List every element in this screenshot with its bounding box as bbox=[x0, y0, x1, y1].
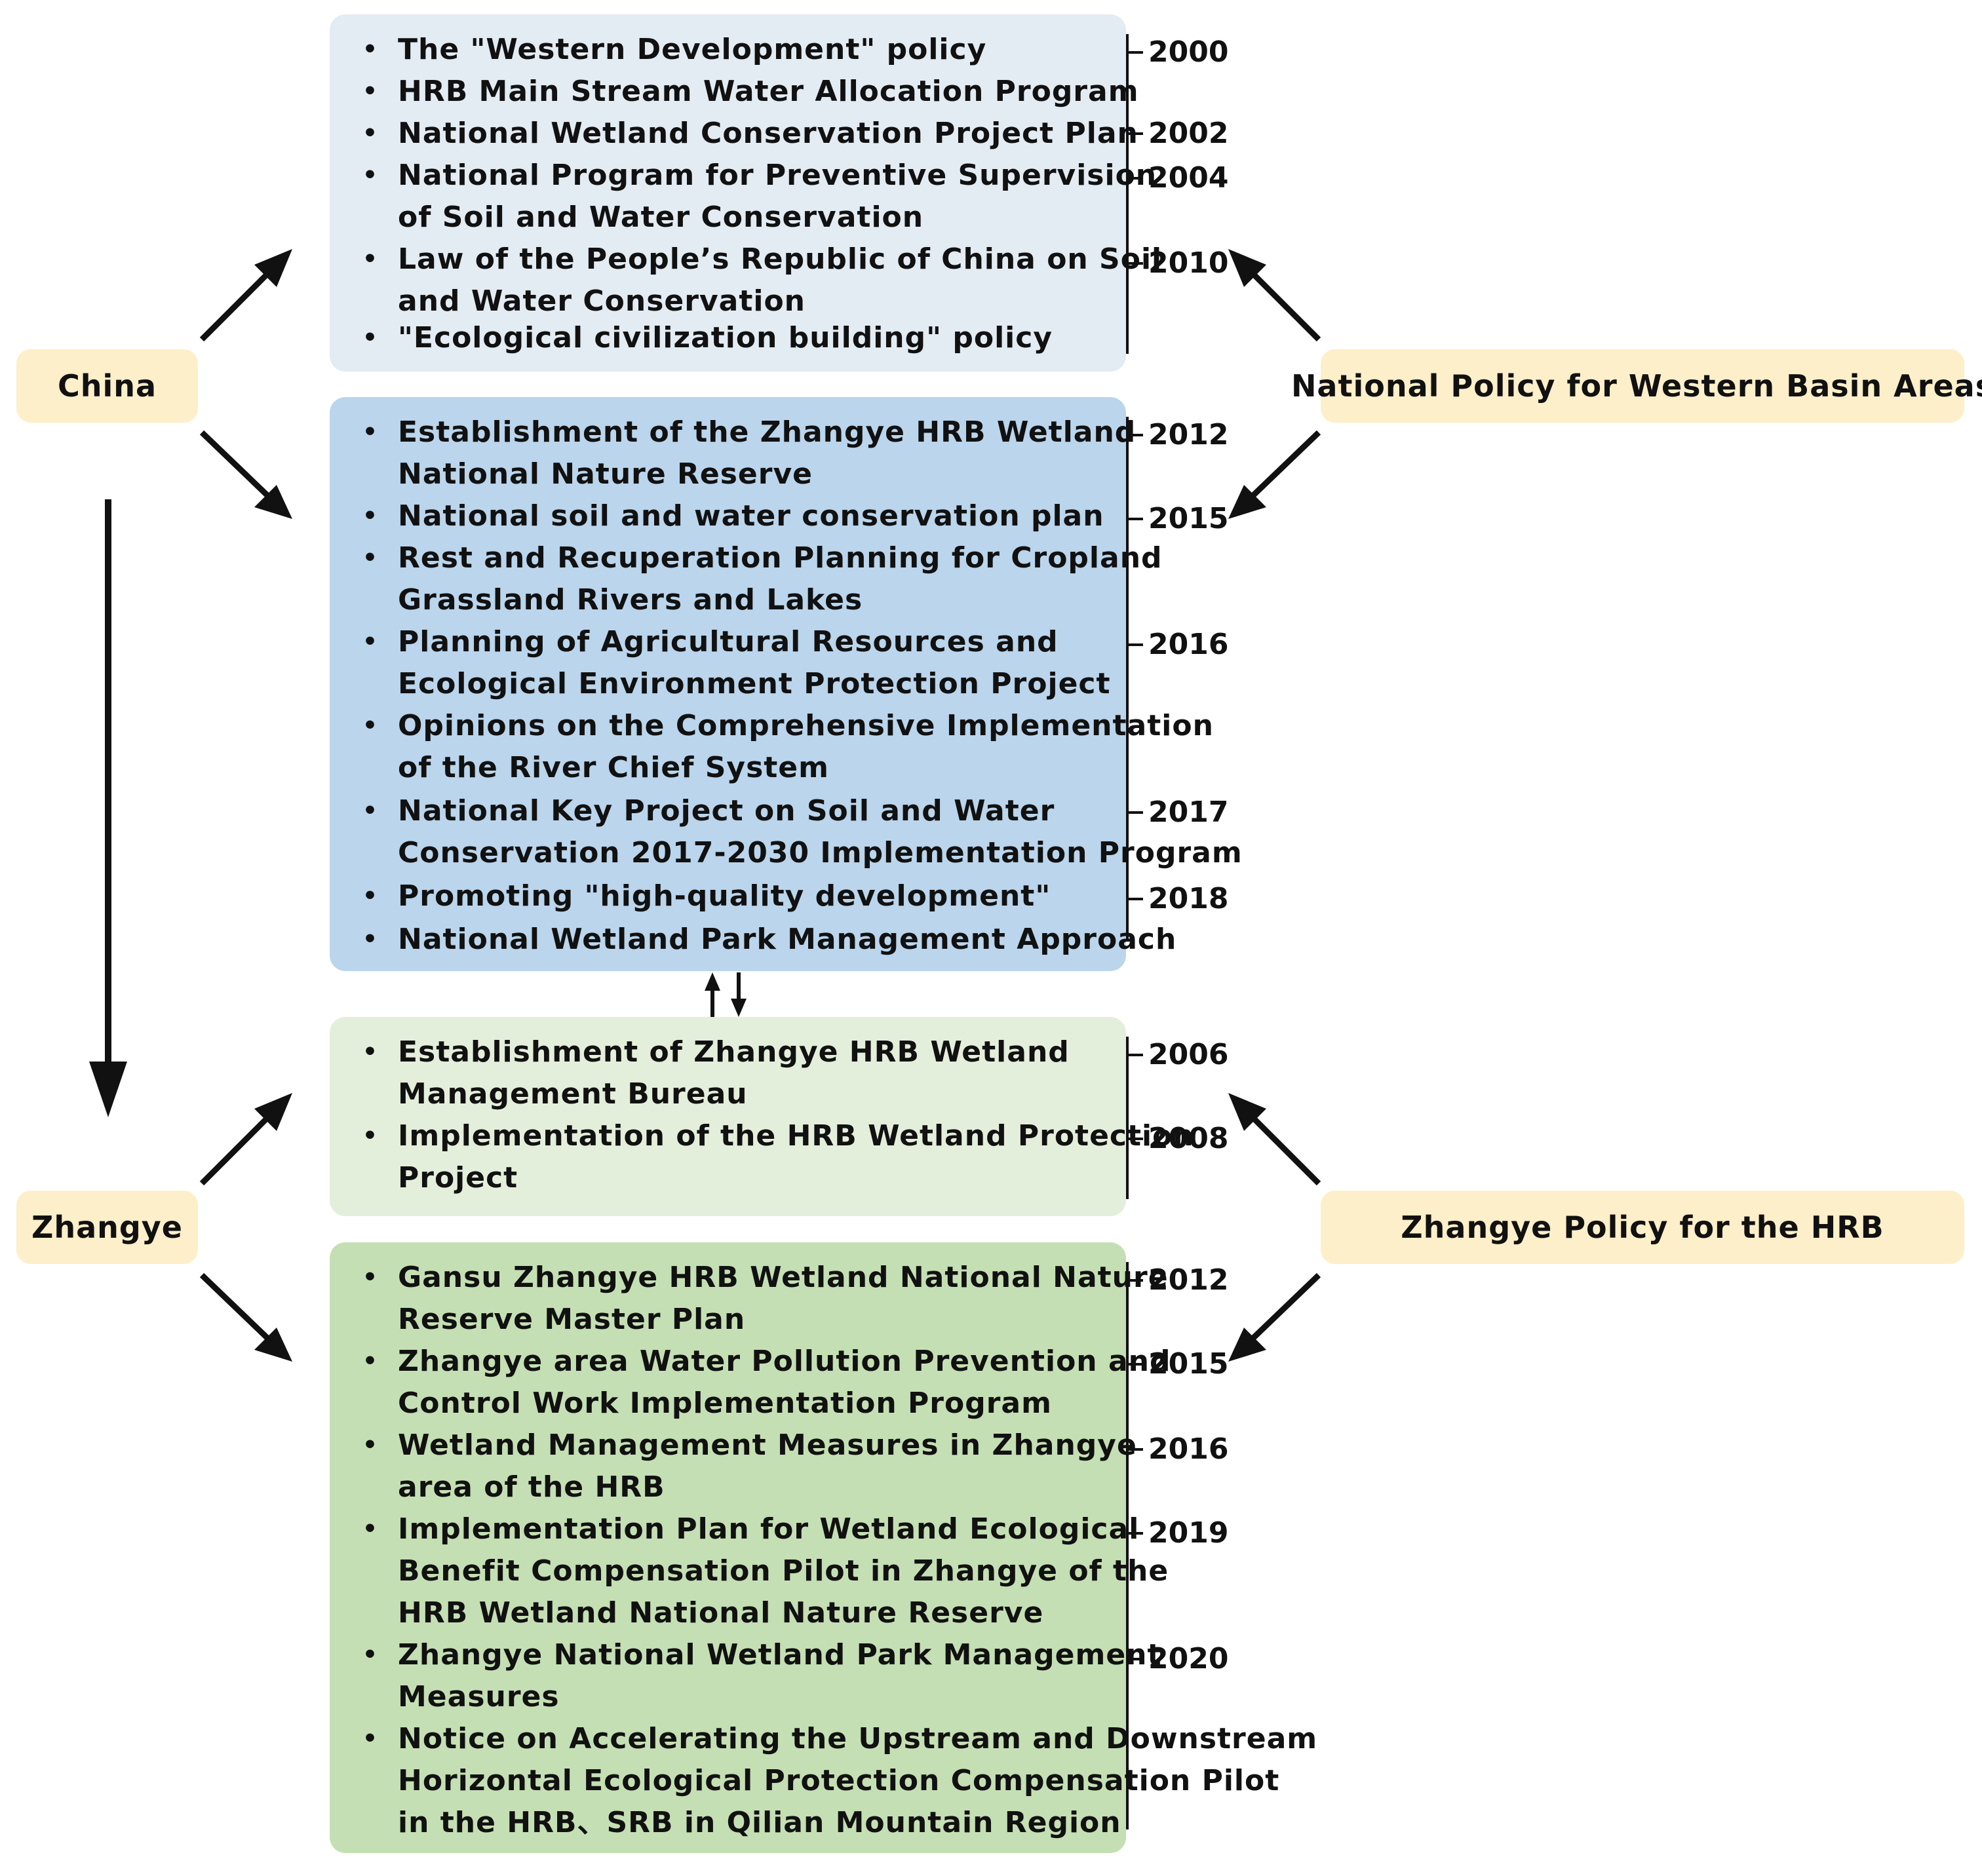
zhangye-policy-box-late: Gansu Zhangye HRB Wetland National Natur… bbox=[330, 1242, 1317, 1853]
year-marker: 2010 bbox=[1127, 242, 1228, 284]
arrowhead bbox=[1228, 485, 1266, 519]
policy-item: Opinions on the Comprehensive Implementa… bbox=[330, 705, 1213, 789]
arrowhead bbox=[705, 972, 720, 991]
arrowhead bbox=[1228, 249, 1266, 287]
arrow-zhangye-policy-to-box3 bbox=[1251, 1115, 1321, 1186]
arrow-zhangye-policy-to-box4 bbox=[1251, 1273, 1321, 1341]
year-marker: 2006 bbox=[1127, 1034, 1228, 1076]
policy-item: Law of the People’s Republic of China on… bbox=[330, 239, 1161, 322]
arrowhead bbox=[89, 1062, 127, 1117]
year-marker: 2008 bbox=[1127, 1118, 1228, 1160]
national-policy-box-late: Establishment of the Zhangye HRB Wetland… bbox=[330, 397, 1242, 971]
arrow-zhangye-to-box3 bbox=[199, 1115, 270, 1186]
arrowhead bbox=[254, 485, 292, 519]
policy-item: Establishment of the Zhangye HRB Wetland… bbox=[330, 412, 1135, 495]
zhangye-label: Zhangye bbox=[16, 1191, 198, 1264]
year-marker: 2000 bbox=[1127, 31, 1228, 73]
policy-item: Implementation of the HRB Wetland Protec… bbox=[330, 1115, 1194, 1199]
policy-item: Establishment of Zhangye HRB WetlandMana… bbox=[330, 1031, 1126, 1115]
year-marker: 2016 bbox=[1127, 1428, 1228, 1470]
policy-item: Promoting "high-quality development" bbox=[330, 875, 1126, 917]
arrow-zhangye-to-box4 bbox=[199, 1273, 270, 1341]
policy-item: Zhangye National Wetland Park Management… bbox=[330, 1634, 1161, 1718]
arrowhead bbox=[254, 1328, 292, 1362]
policy-item: Notice on Accelerating the Upstream and … bbox=[330, 1718, 1317, 1844]
year-marker: 2020 bbox=[1127, 1638, 1228, 1680]
policy-item: Implementation Plan for Wetland Ecologic… bbox=[330, 1508, 1168, 1634]
arrow-china-to-box2 bbox=[199, 430, 270, 498]
policy-item: "Ecological civilization building" polic… bbox=[330, 317, 1126, 359]
policy-item: Planning of Agricultural Resources andEc… bbox=[330, 621, 1126, 705]
policy-item: Wetland Management Measures in Zhangyear… bbox=[330, 1425, 1137, 1508]
arrowhead bbox=[731, 999, 747, 1017]
policy-item: The "Western Development" policy bbox=[330, 29, 1126, 71]
arrowhead bbox=[254, 249, 292, 287]
timeline-line bbox=[1126, 1262, 1129, 1829]
china-label: China bbox=[16, 349, 198, 423]
arrow-china-to-box1 bbox=[199, 271, 270, 342]
zhangye-policy-label: Zhangye Policy for the HRB bbox=[1321, 1191, 1964, 1264]
national-policy-box-early: The "Western Development" policy HRB Mai… bbox=[330, 14, 1161, 372]
year-marker: 2015 bbox=[1127, 1343, 1228, 1385]
arrow-national-to-box1 bbox=[1251, 271, 1321, 342]
year-marker: 2002 bbox=[1127, 113, 1228, 155]
timeline-line bbox=[1126, 417, 1129, 941]
year-marker: 2018 bbox=[1127, 878, 1228, 920]
year-marker: 2012 bbox=[1127, 1259, 1228, 1301]
policy-item: National Program for Preventive Supervis… bbox=[330, 155, 1156, 239]
year-marker: 2004 bbox=[1127, 157, 1228, 199]
timeline-line bbox=[1126, 34, 1129, 354]
policy-item: Zhangye area Water Pollution Prevention … bbox=[330, 1341, 1170, 1425]
policy-item: National Wetland Conservation Project Pl… bbox=[330, 113, 1138, 155]
policy-item: National Key Project on Soil and WaterCo… bbox=[330, 790, 1242, 874]
arrowhead bbox=[1228, 1093, 1266, 1131]
national-policy-label: National Policy for Western Basin Areas bbox=[1291, 349, 1982, 423]
policy-item: HRB Main Stream Water Allocation Program bbox=[330, 71, 1138, 113]
zhangye-policy-box-early: Establishment of Zhangye HRB WetlandMana… bbox=[330, 1017, 1194, 1216]
year-marker: 2019 bbox=[1127, 1512, 1228, 1554]
policy-item: National Wetland Park Management Approac… bbox=[330, 919, 1176, 961]
policy-item: Rest and Recuperation Planning for Cropl… bbox=[330, 537, 1162, 621]
arrowhead bbox=[1228, 1328, 1266, 1362]
year-marker: 2012 bbox=[1127, 414, 1228, 456]
arrow-national-to-box2 bbox=[1251, 430, 1321, 498]
year-marker: 2015 bbox=[1127, 498, 1228, 540]
arrowhead bbox=[254, 1093, 292, 1131]
year-marker: 2017 bbox=[1127, 792, 1228, 833]
year-marker: 2016 bbox=[1127, 624, 1228, 666]
policy-item: National soil and water conservation pla… bbox=[330, 495, 1126, 537]
policy-item: Gansu Zhangye HRB Wetland National Natur… bbox=[330, 1257, 1168, 1341]
timeline-line bbox=[1126, 1037, 1129, 1199]
